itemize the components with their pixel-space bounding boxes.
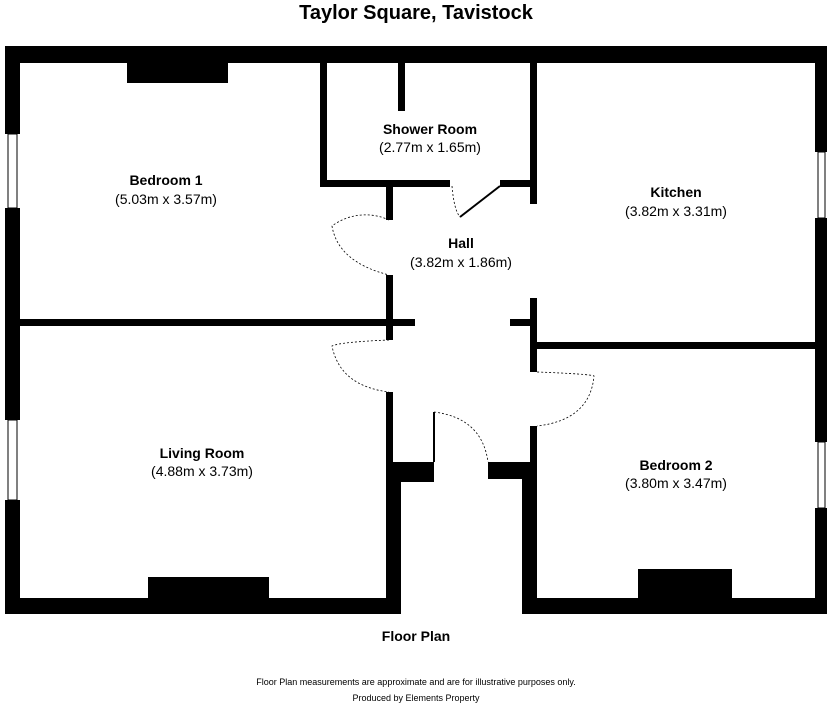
room-name-living-room: Living Room xyxy=(160,445,245,461)
wall xyxy=(320,180,450,187)
producer-text: Produced by Elements Property xyxy=(352,693,480,703)
floor-plan-label: Floor Plan xyxy=(381,628,451,644)
plan-title: Taylor Square, Tavistock xyxy=(299,2,533,24)
wall xyxy=(386,275,393,340)
room-name-bedroom-1: Bedroom 1 xyxy=(129,172,202,188)
wall xyxy=(398,60,405,111)
wall xyxy=(386,180,393,220)
room-dims-bedroom-1: (5.03m x 3.57m) xyxy=(115,191,217,207)
chimney-breast xyxy=(638,569,732,600)
outer-wall-right xyxy=(815,508,827,614)
room-name-kitchen: Kitchen xyxy=(650,184,701,200)
outer-wall-left xyxy=(5,208,20,420)
wall xyxy=(500,180,535,187)
walls xyxy=(5,46,827,614)
outer-wall-left xyxy=(5,500,20,614)
room-dims-bedroom-2: (3.80m x 3.47m) xyxy=(625,475,727,491)
chimney-breast xyxy=(148,577,269,600)
door-swing xyxy=(536,371,595,427)
outer-wall-right xyxy=(815,218,827,442)
outer-wall-bottom xyxy=(522,598,827,614)
door-swing xyxy=(331,339,390,393)
wall xyxy=(530,426,537,466)
room-name-hall: Hall xyxy=(448,235,474,251)
room-name-shower-room: Shower Room xyxy=(383,121,477,137)
wall xyxy=(522,462,537,607)
wall xyxy=(18,319,390,326)
wall xyxy=(530,342,537,372)
door-swing xyxy=(451,185,461,218)
wall xyxy=(386,462,401,607)
window xyxy=(817,441,826,509)
wall xyxy=(386,319,415,326)
wall xyxy=(530,342,820,349)
windows xyxy=(7,133,826,509)
room-dims-shower-room: (2.77m x 1.65m) xyxy=(379,139,481,155)
outer-wall-top xyxy=(5,46,827,63)
outer-wall-left xyxy=(5,46,20,134)
window xyxy=(7,133,18,209)
door-swing xyxy=(433,411,489,463)
chimney-breast xyxy=(127,60,228,83)
window xyxy=(7,419,18,501)
room-dims-kitchen: (3.82m x 3.31m) xyxy=(625,203,727,219)
wall xyxy=(510,319,537,326)
disclaimer-text: Floor Plan measurements are approximate … xyxy=(256,677,576,687)
door-swing xyxy=(331,214,390,276)
wall xyxy=(320,60,327,186)
outer-wall-right xyxy=(815,46,827,152)
doors xyxy=(331,185,595,463)
door xyxy=(459,185,501,218)
wall xyxy=(530,60,537,204)
room-name-bedroom-2: Bedroom 2 xyxy=(639,457,712,473)
room-dims-living-room: (4.88m x 3.73m) xyxy=(151,463,253,479)
window xyxy=(817,151,826,219)
outer-wall-bottom xyxy=(5,598,401,614)
room-dims-hall: (3.82m x 1.86m) xyxy=(410,254,512,270)
